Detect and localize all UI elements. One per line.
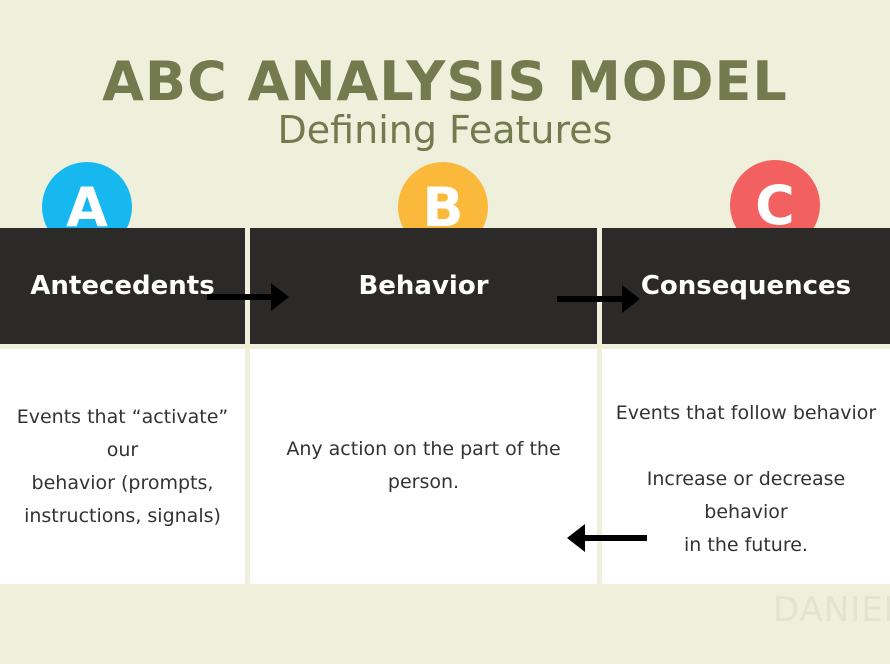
cell-text: behavior (prompts, (31, 471, 214, 494)
cell-text: instructions, signals) (24, 504, 221, 527)
cell-behavior: Any action on the part of the person. (250, 349, 597, 584)
arrow-left-icon (567, 524, 647, 552)
page-title: ABC ANALYSIS MODEL (102, 50, 788, 113)
cell-text: Any action on the part of the (286, 438, 561, 460)
cell-text: Events that follow behavior (615, 402, 877, 424)
heading-antecedents: Antecedents (0, 228, 245, 344)
cell-text: Increase or decrease behavior (646, 468, 846, 523)
arrow-right-icon (557, 285, 640, 313)
cell-text: person. (387, 471, 460, 493)
heading-behavior: Behavior (250, 228, 597, 344)
arrow-right-icon (207, 283, 289, 311)
heading-consequences: Consequences (602, 228, 890, 344)
watermark: DANIEL (773, 590, 890, 630)
cell-consequences: Events that follow behavior Increase or … (602, 349, 890, 584)
cell-text: in the future. (684, 534, 808, 556)
cell-antecedents: Events that “activate” our behavior (pro… (0, 349, 245, 584)
cell-text: Events that “activate” our (16, 405, 229, 461)
page-subtitle: Defining Features (277, 108, 613, 152)
